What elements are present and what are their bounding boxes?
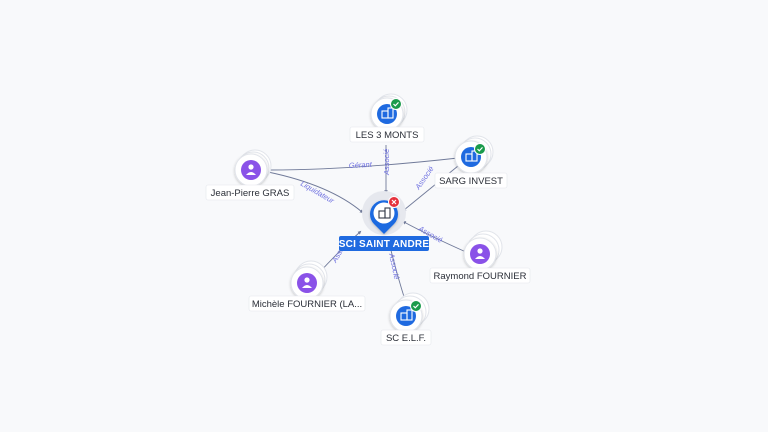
node-label: Raymond FOURNIER: [434, 271, 527, 282]
node-sarg-invest[interactable]: SARG INVEST: [434, 135, 508, 189]
edge-label: Associé: [387, 252, 401, 281]
company-avatar: [396, 306, 416, 326]
person-avatar: [241, 160, 261, 180]
node-label: LES 3 MONTS: [356, 130, 419, 141]
node-label: SC E.L.F.: [386, 333, 426, 344]
person-avatar: [470, 244, 490, 264]
verified-badge-icon: [474, 143, 486, 155]
check-icon: [477, 146, 483, 152]
person-avatar: [297, 273, 317, 293]
node-jean-pierre-gras[interactable]: Jean-Pierre GRAS: [205, 149, 295, 201]
check-icon: [413, 303, 419, 309]
verified-badge-icon: [410, 300, 422, 312]
node-raymond-fournier[interactable]: Raymond FOURNIER: [429, 230, 531, 284]
node-michele-fournier[interactable]: Michèle FOURNIER (LA...: [248, 260, 366, 312]
edge-jpgras-center[interactable]: [267, 171, 364, 214]
building-icon: [381, 107, 394, 119]
node-les-3-monts[interactable]: LES 3 MONTS: [349, 93, 425, 143]
close-icon: [391, 199, 397, 205]
edge-raymond-center[interactable]: [402, 221, 467, 253]
building-icon: [378, 207, 391, 219]
node-label: Jean-Pierre GRAS: [211, 188, 290, 199]
center-node-sci-saint-andre[interactable]: SCI SAINT ANDRE: [339, 191, 430, 251]
node-sc-elf[interactable]: SC E.L.F.: [380, 292, 432, 346]
verified-badge-icon: [390, 98, 402, 110]
edge-label: Gérant: [349, 160, 373, 170]
person-icon: [475, 248, 485, 259]
edge-label: Associé: [382, 149, 391, 176]
company-avatar: [377, 104, 397, 124]
edge-label: Associé: [413, 164, 436, 191]
center-node-label: SCI SAINT ANDRE: [339, 239, 430, 250]
node-label: SARG INVEST: [439, 176, 503, 187]
person-icon: [246, 164, 256, 175]
check-icon: [393, 101, 399, 107]
person-icon: [302, 277, 312, 288]
building-icon: [400, 309, 413, 321]
edge-jpgras-sarg[interactable]: [269, 157, 459, 171]
node-label: Michèle FOURNIER (LA...: [252, 299, 362, 310]
